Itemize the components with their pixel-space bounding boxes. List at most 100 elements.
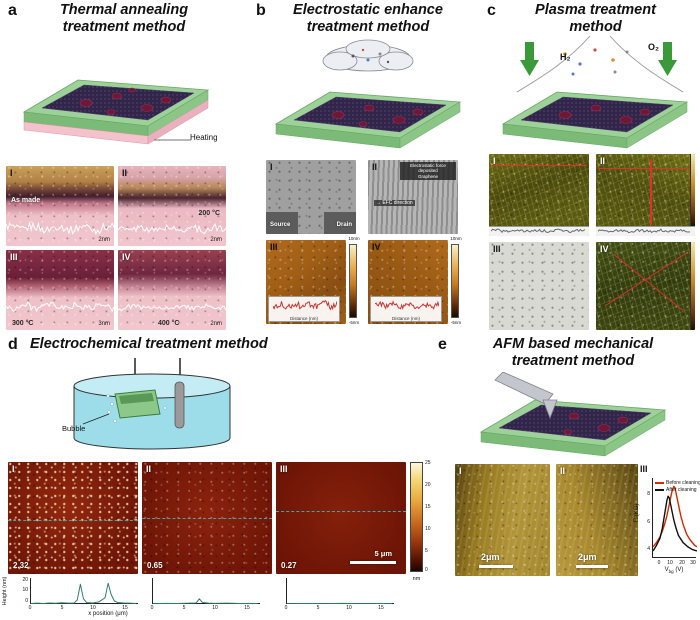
inset-xlabel: Distance (nm) [391, 316, 420, 321]
profile-line [142, 518, 272, 519]
image-numeral: I [459, 466, 462, 476]
image-caption: 400 °C [158, 320, 180, 327]
image-numeral: IV [600, 244, 609, 254]
image-numeral: II [122, 168, 128, 178]
panel-d-label: d [8, 336, 18, 353]
substrate [22, 79, 210, 145]
gas-arrow-left [520, 42, 539, 76]
heating-label: Heating [190, 133, 218, 142]
afm-image-b3: III Distance (nm) [266, 240, 346, 324]
profile-ytick: 0 [25, 598, 28, 604]
afm-image-c1: I [489, 154, 589, 236]
graph-xtick: 20 [679, 560, 685, 566]
efc-arrow-icon: → [376, 200, 381, 206]
colorbar-strip [690, 242, 695, 330]
profile-ytick: 20 [22, 577, 28, 583]
axis-strip [596, 226, 695, 236]
scale-label: 2nm [210, 321, 222, 327]
profile-xtick: 15 [122, 605, 128, 611]
profile-xtick: 10 [90, 605, 96, 611]
profile-xtick: 10 [212, 605, 218, 611]
image-numeral: I [12, 464, 15, 474]
deposition-note: Electrostatic force deposited Graphene [400, 162, 456, 181]
graph-xtick: 10 [667, 560, 673, 566]
panel-d-title: Electrochemical treatment method [30, 336, 268, 352]
axis-strip [489, 226, 589, 236]
afm-image-d2: II 0.65 [142, 462, 272, 574]
afm-image-d1: I 2.32 [8, 462, 138, 574]
profile-xtick: 5 [60, 605, 64, 611]
profile-xtick: 15 [378, 605, 384, 611]
plasma-particles [563, 48, 629, 76]
graph-ytick: 6 [647, 519, 650, 525]
graph-xlabel-unit: (V) [675, 567, 684, 573]
colorbar-b3 [349, 244, 357, 318]
bubble-label: Bubble [62, 424, 86, 433]
image-numeral: II [372, 162, 378, 172]
profiles-ylabel: Height (nm) [2, 576, 8, 606]
scale-text: 5 μm [374, 549, 392, 558]
image-numeral: II [600, 156, 606, 166]
profile-xtick: 10 [346, 605, 352, 611]
legend-after: After cleaning [655, 486, 700, 493]
profile-line [8, 520, 138, 522]
electrostatic-cloud [322, 39, 414, 72]
afm-image-c2: II [596, 154, 695, 236]
afm-tip [542, 399, 558, 420]
cloud-particles [351, 48, 390, 64]
axis-trace [598, 228, 690, 235]
panel-e-schematic [479, 372, 667, 457]
efc-direction: → EFC direction [374, 200, 415, 206]
resistance-curves [652, 485, 698, 552]
profile-xtick: 0 [284, 605, 288, 611]
scale-text: 2μm [481, 552, 500, 562]
panel-a-label: a [8, 2, 17, 19]
substrate [274, 91, 462, 149]
sample-electrode [114, 389, 161, 419]
scale-bar [479, 565, 513, 568]
inset-xlabel: Distance (nm) [289, 316, 318, 321]
colorbar-unit: nm [412, 576, 421, 582]
plasma-cone-right [609, 36, 684, 93]
sem-image-b2: II Electrostatic force deposited Graphen… [368, 160, 458, 234]
colorbar-b4 [451, 244, 459, 318]
drain-electrode [323, 211, 356, 234]
contamination-blobs [558, 104, 651, 124]
bubble-leader-line [82, 413, 110, 425]
legend-label-after: After cleaning [666, 486, 697, 493]
image-caption: As made [11, 197, 41, 204]
profile-inset: Distance (nm) [370, 296, 442, 322]
section-line-v [650, 158, 652, 225]
afm-image-c4: IV [596, 242, 695, 330]
image-numeral: IV [122, 252, 131, 262]
panel-c-label: c [487, 2, 496, 19]
profile-line [276, 511, 406, 513]
graph-xlabel-sub: bg [668, 569, 674, 575]
substrate [501, 91, 689, 149]
height-profile-plot-1 [30, 578, 138, 604]
beaker-body [73, 386, 231, 450]
drain-label: Drain [336, 222, 352, 228]
image-numeral: I [270, 162, 273, 172]
height-trace [118, 298, 226, 318]
afm-cantilever [494, 372, 558, 420]
colorbar-strip [690, 154, 695, 226]
colorbar-min: -5nm [348, 320, 360, 325]
image-numeral: III [493, 244, 501, 254]
image-numeral: I [10, 168, 13, 178]
panel-d-schematic [73, 358, 231, 450]
graph-ytick: 4 [647, 546, 650, 552]
image-numeral: IV [372, 242, 381, 252]
profile-trace-3 [286, 602, 392, 605]
axis-trace [491, 228, 585, 235]
panel-a-title: Thermal annealing treatment method [59, 2, 189, 36]
colorbar-tick: 15 [425, 504, 431, 510]
image-caption: 300 °C [12, 320, 34, 327]
image-numeral: II [560, 466, 566, 476]
contamination-blobs [563, 412, 629, 435]
contamination-blobs [331, 104, 424, 127]
section-line-h [597, 167, 694, 170]
gas-label-h2: H₂ [560, 52, 571, 62]
profile-xtick: 5 [316, 605, 320, 611]
graph-xtick: 0 [657, 560, 661, 566]
